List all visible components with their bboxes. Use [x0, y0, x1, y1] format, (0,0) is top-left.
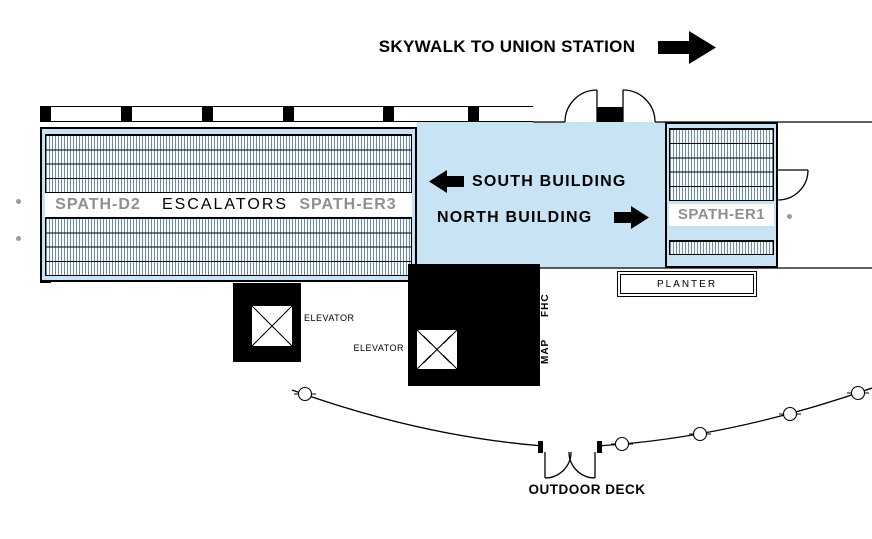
leader-dot: [16, 199, 21, 204]
column-marker-icon: [847, 385, 869, 401]
outdoor-deck-label: OUTDOOR DECK: [528, 482, 646, 497]
column-marker-icon: [689, 426, 711, 442]
column-marker-icon: [294, 386, 316, 402]
west-elevator-label: ELEVATOR: [304, 313, 355, 323]
skywalk-label: SKYWALK TO UNION STATION: [378, 37, 636, 56]
east-elevator-label: ELEVATOR: [353, 343, 404, 353]
leader-dot: [16, 236, 21, 241]
escalator-treads: [45, 134, 412, 193]
elevator-icon: [251, 305, 293, 347]
planter-box: PLANTER: [617, 271, 757, 297]
skywalk-arrow-icon: [658, 31, 716, 64]
east-escalator-bank: SPATH-ER1: [665, 122, 778, 268]
deck-edge: [291, 387, 872, 447]
deck-door-icon: [538, 441, 602, 479]
south-building-label: SOUTH BUILDING: [472, 173, 627, 190]
spath-er1-label: SPATH-ER1: [677, 206, 766, 223]
column-icon: [121, 107, 132, 121]
planter-label: PLANTER: [656, 278, 718, 290]
column-icon: [202, 107, 213, 121]
north-wall-band: [40, 106, 533, 122]
west-escalator-bank: SPATH-D2 ESCALATORS SPATH-ER3: [40, 127, 417, 282]
escalator-treads: [45, 217, 412, 276]
column-marker-icon: [611, 436, 633, 452]
map-label: MAP: [540, 338, 551, 364]
elevator-icon: [416, 329, 458, 370]
top-double-door-icon: [564, 89, 656, 123]
escalator-treads: [669, 128, 774, 201]
column-markers: [294, 385, 869, 452]
escalators-label: ESCALATORS: [161, 196, 289, 213]
east-door-icon: [777, 169, 809, 201]
escalator-treads: [669, 240, 774, 255]
er1-label-strip: SPATH-ER1: [669, 204, 774, 226]
column-icon: [40, 107, 51, 121]
escalator-label-strip: SPATH-D2 ESCALATORS SPATH-ER3: [45, 193, 412, 217]
column-icon: [283, 107, 294, 121]
spath-d2-label: SPATH-D2: [55, 196, 141, 213]
north-building-label: NORTH BUILDING: [437, 209, 593, 226]
column-icon: [468, 107, 479, 121]
column-icon: [383, 107, 394, 121]
column-marker-icon: [779, 406, 801, 422]
fhc-label: FHC: [540, 293, 551, 317]
leader-dot: [787, 214, 792, 219]
spath-er3-label: SPATH-ER3: [299, 196, 397, 213]
